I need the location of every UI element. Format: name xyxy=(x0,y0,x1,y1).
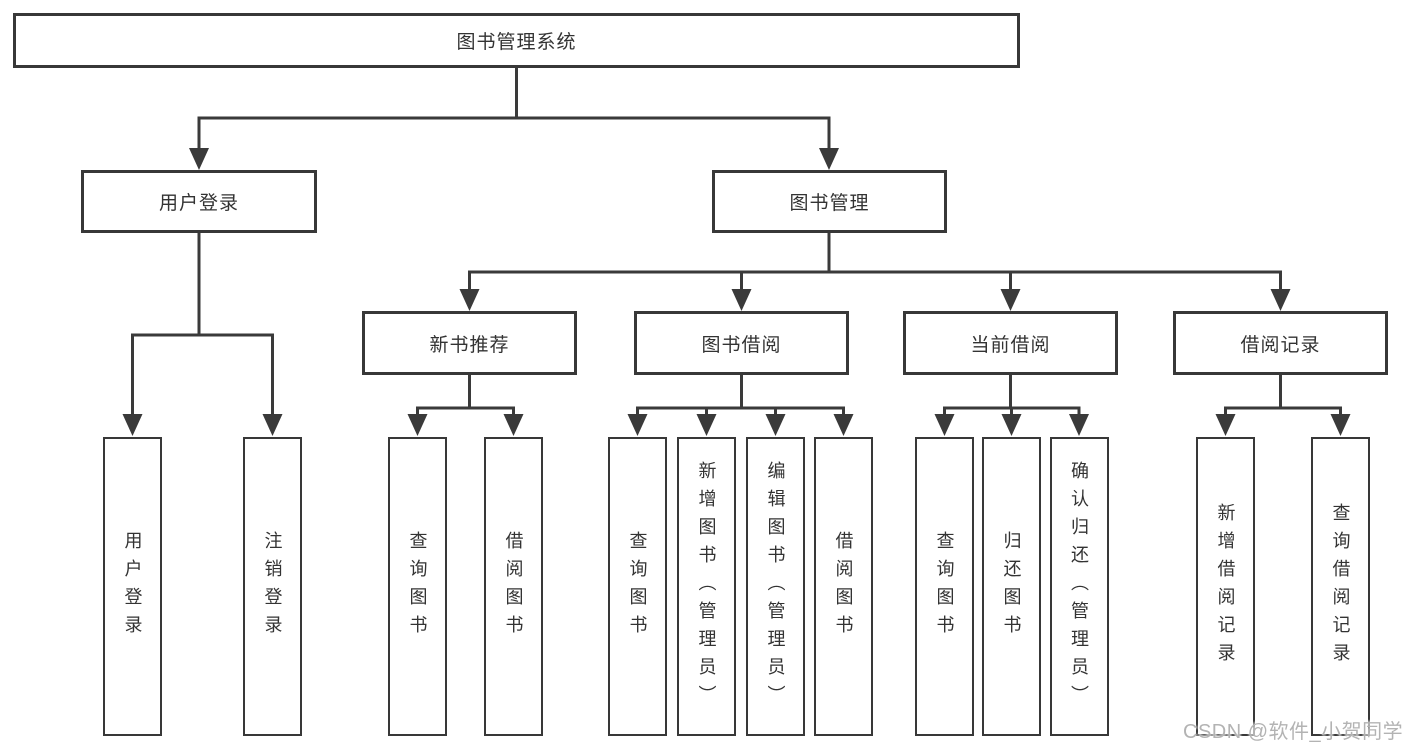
connector-root-to-level2 xyxy=(189,66,839,170)
leaf-borrow-books-recommend: 借阅图书 xyxy=(484,437,543,736)
node-book-borrow: 图书借阅 xyxy=(634,311,849,375)
connector-current-borrow-to-children xyxy=(934,373,1089,436)
watermark: CSDN @软件_小贺同学 xyxy=(1183,721,1404,743)
leaf-add-books-admin: 新增图书（管理员） xyxy=(677,437,736,736)
leaf-query-borrow-record: 查询借阅记录 xyxy=(1311,437,1370,736)
node-user-login: 用户登录 xyxy=(81,170,317,233)
connector-new-book-recommend-to-children xyxy=(407,373,524,436)
node-borrow-records: 借阅记录 xyxy=(1173,311,1388,375)
leaf-return-books: 归还图书 xyxy=(982,437,1041,736)
leaf-edit-books-admin: 编辑图书（管理员） xyxy=(746,437,805,736)
node-book-management: 图书管理 xyxy=(712,170,947,233)
connector-book-borrow-to-children xyxy=(627,373,854,436)
leaf-add-borrow-record: 新增借阅记录 xyxy=(1196,437,1255,736)
leaf-query-books-current: 查询图书 xyxy=(915,437,974,736)
leaf-user-login: 用户登录 xyxy=(103,437,162,736)
leaf-query-books-recommend: 查询图书 xyxy=(388,437,447,736)
leaf-borrow-books: 借阅图书 xyxy=(814,437,873,736)
leaf-logout: 注销登录 xyxy=(243,437,302,736)
leaf-confirm-return-admin: 确认归还（管理员） xyxy=(1049,437,1109,736)
leaf-query-books-borrow: 查询图书 xyxy=(608,437,667,736)
connector-book-management-to-level3 xyxy=(459,231,1291,311)
node-current-borrow: 当前借阅 xyxy=(903,311,1118,375)
node-library-system: 图书管理系统 xyxy=(13,13,1020,68)
connector-user-login-to-children xyxy=(122,231,283,436)
connector-borrow-records-to-children xyxy=(1215,373,1351,436)
node-new-book-recommend: 新书推荐 xyxy=(362,311,577,375)
